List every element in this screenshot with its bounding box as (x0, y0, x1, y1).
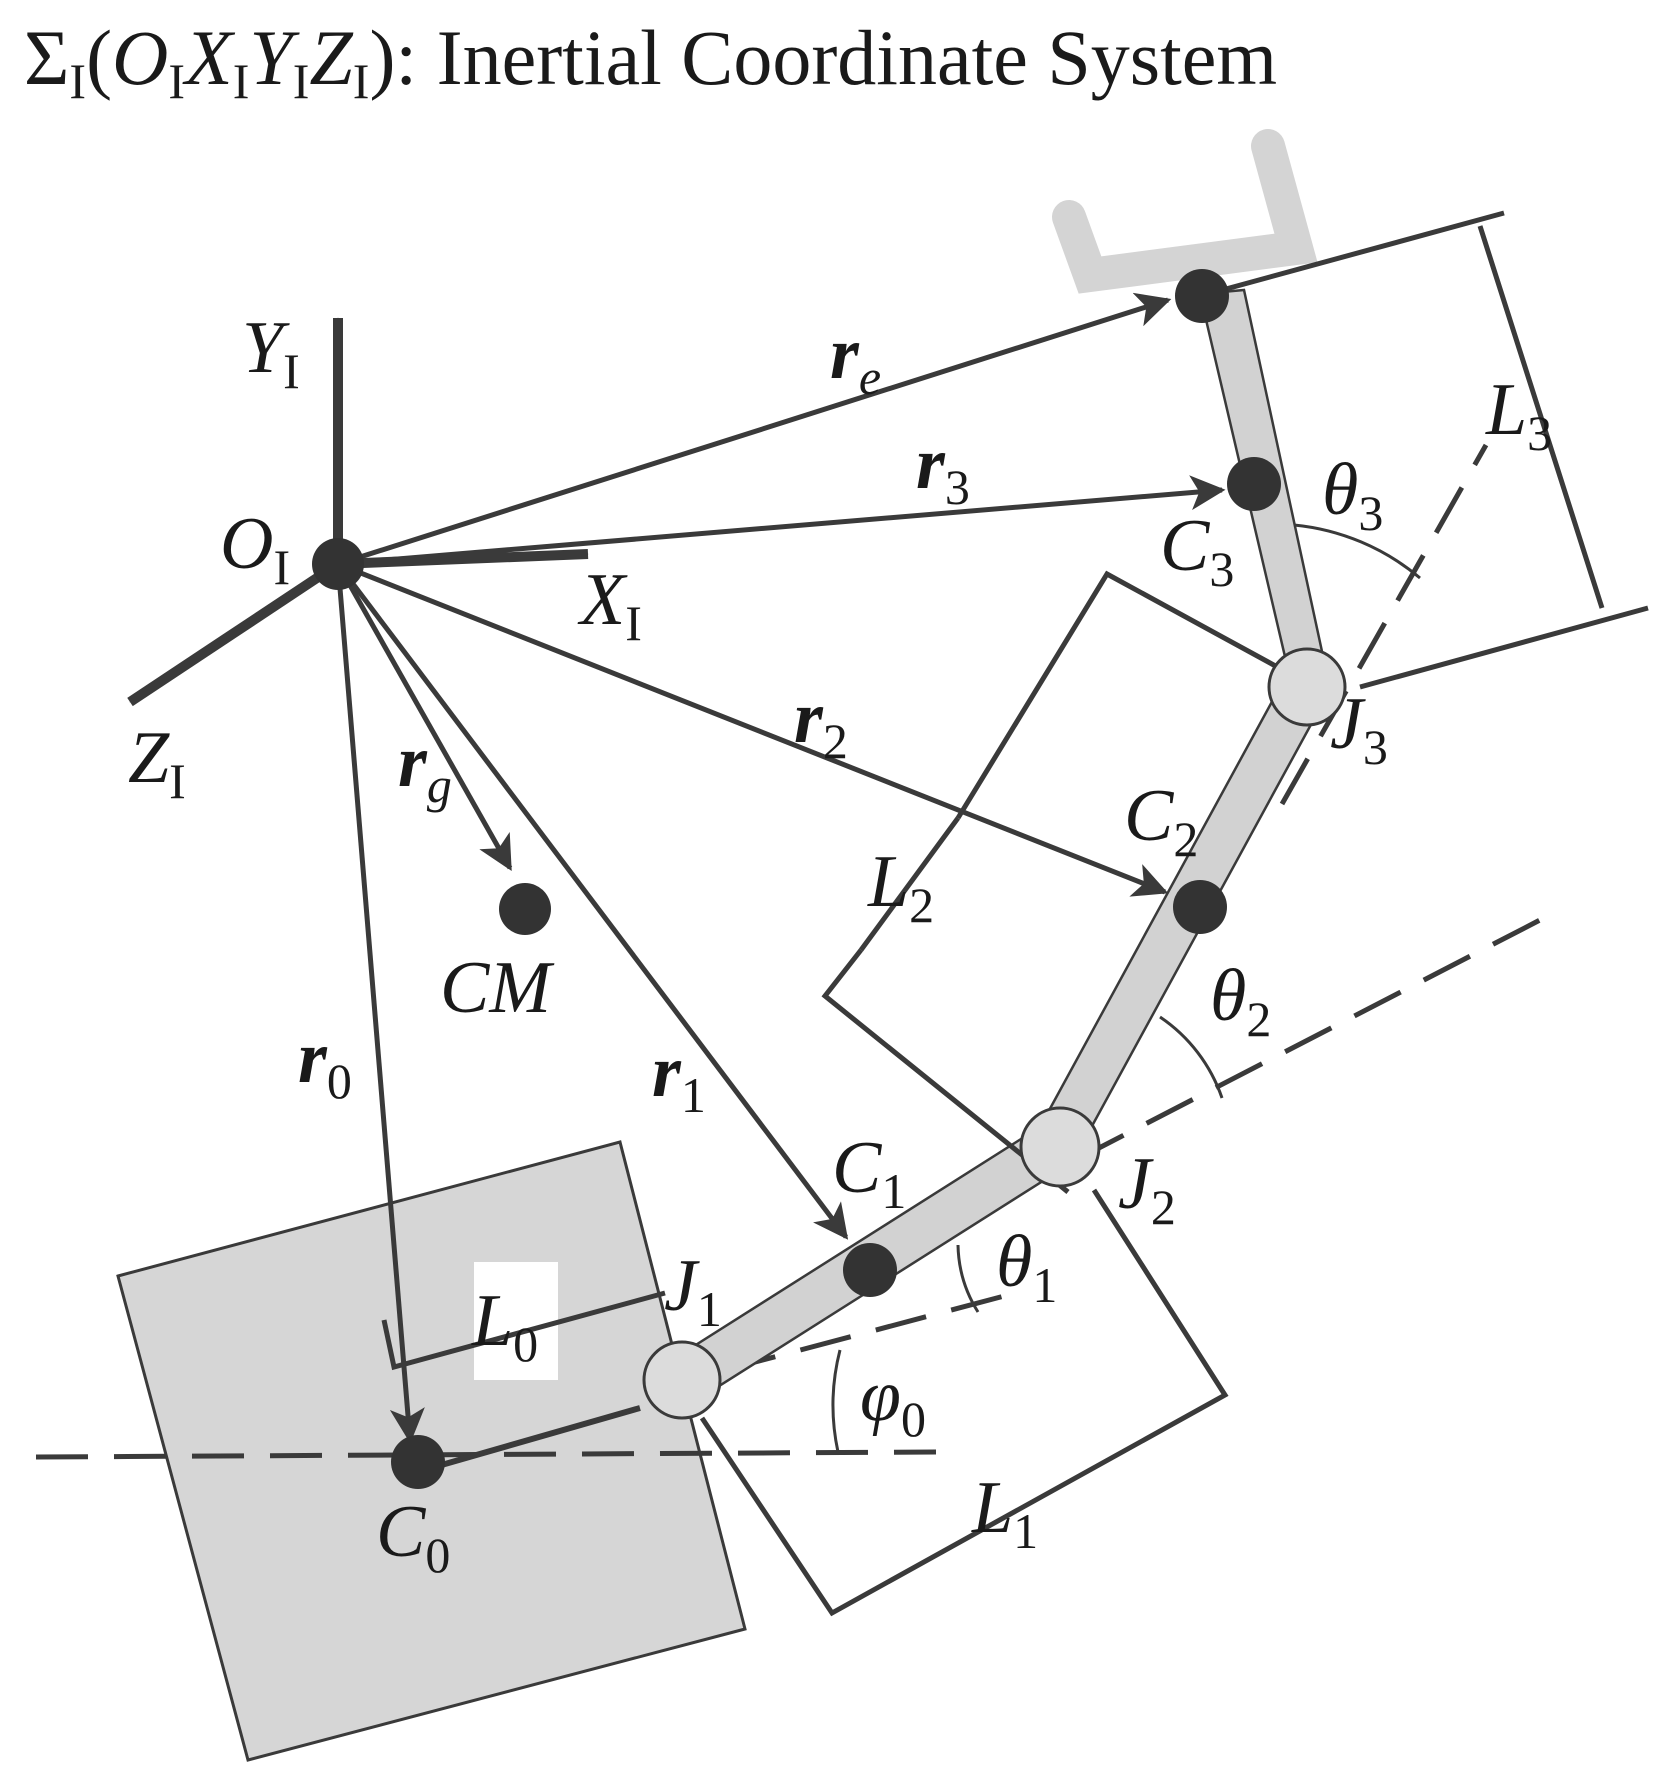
l1-dimension (699, 1188, 1229, 1617)
base-to-joint1-link (437, 1405, 641, 1469)
theta1-label: θ1 (996, 1221, 1057, 1313)
end-effector-point (1175, 269, 1229, 323)
l1-label: L1 (971, 1467, 1038, 1559)
l0-dimension (381, 1290, 666, 1371)
c1-label: C1 (832, 1127, 906, 1219)
vector-rg-label: rg (398, 721, 452, 813)
l3-label: L3 (1485, 369, 1552, 461)
joint-1 (642, 1340, 722, 1420)
theta1-arc (956, 1244, 980, 1313)
gripper (1052, 129, 1318, 294)
l2-label: L2 (867, 841, 934, 933)
l2-dimension (821, 570, 1316, 1194)
vector-r2-label: r2 (794, 677, 848, 769)
vector-r1-label: r1 (652, 1031, 706, 1123)
j3-label: J3 (1330, 683, 1388, 775)
vector-r0 (335, 563, 425, 1444)
c2-label: C2 (1124, 775, 1198, 867)
link1-extension-line (724, 1292, 1009, 1373)
vector-re (337, 292, 1172, 567)
vector-r2 (337, 561, 1169, 897)
vector-r0-label: r0 (298, 1017, 352, 1109)
y-axis-label: YI (242, 307, 300, 399)
phi0-label: φ0 (860, 1355, 926, 1447)
vector-r1 (336, 562, 849, 1240)
vector-rg (335, 562, 513, 872)
vector-re-label: re (830, 313, 881, 405)
c1-point (843, 1243, 897, 1297)
z-axis-label: ZI (128, 717, 186, 809)
x-axis-label: XI (577, 559, 642, 651)
origin-label: OI (220, 503, 290, 595)
l2-dimension-bar (858, 816, 961, 952)
x-axis-arrow (337, 549, 589, 569)
c3-label: C3 (1160, 505, 1234, 597)
cm-label: CM (440, 947, 555, 1029)
theta2-arc (1159, 1015, 1224, 1099)
c2-point (1173, 880, 1227, 934)
c0-point (391, 1435, 445, 1489)
origin-point (312, 538, 364, 590)
l3-dimension (1203, 210, 1649, 690)
theta3-arc (1293, 523, 1421, 580)
j2-label: J2 (1118, 1143, 1176, 1235)
vector-r3 (337, 475, 1226, 567)
cm-point (499, 883, 551, 935)
joint-2 (1019, 1106, 1101, 1188)
l0-label: L0 (471, 1280, 538, 1372)
l0-label-background (474, 1262, 558, 1380)
phi0-arc (831, 1349, 842, 1453)
j1-label: J1 (664, 1245, 722, 1337)
c3-point (1227, 457, 1281, 511)
z-axis-arrow (127, 559, 341, 707)
horizontal-reference-line (35, 1449, 937, 1460)
theta3-label: θ3 (1322, 449, 1383, 541)
theta2-label: θ2 (1210, 955, 1271, 1047)
joint-3 (1267, 647, 1347, 727)
link2-extension-line (1279, 443, 1489, 806)
vector-r3-label: r3 (916, 423, 970, 515)
c0-label: C0 (376, 1491, 450, 1583)
diagram-title: ΣI(OIXIYIZI): Inertial Coordinate System (24, 14, 1277, 109)
